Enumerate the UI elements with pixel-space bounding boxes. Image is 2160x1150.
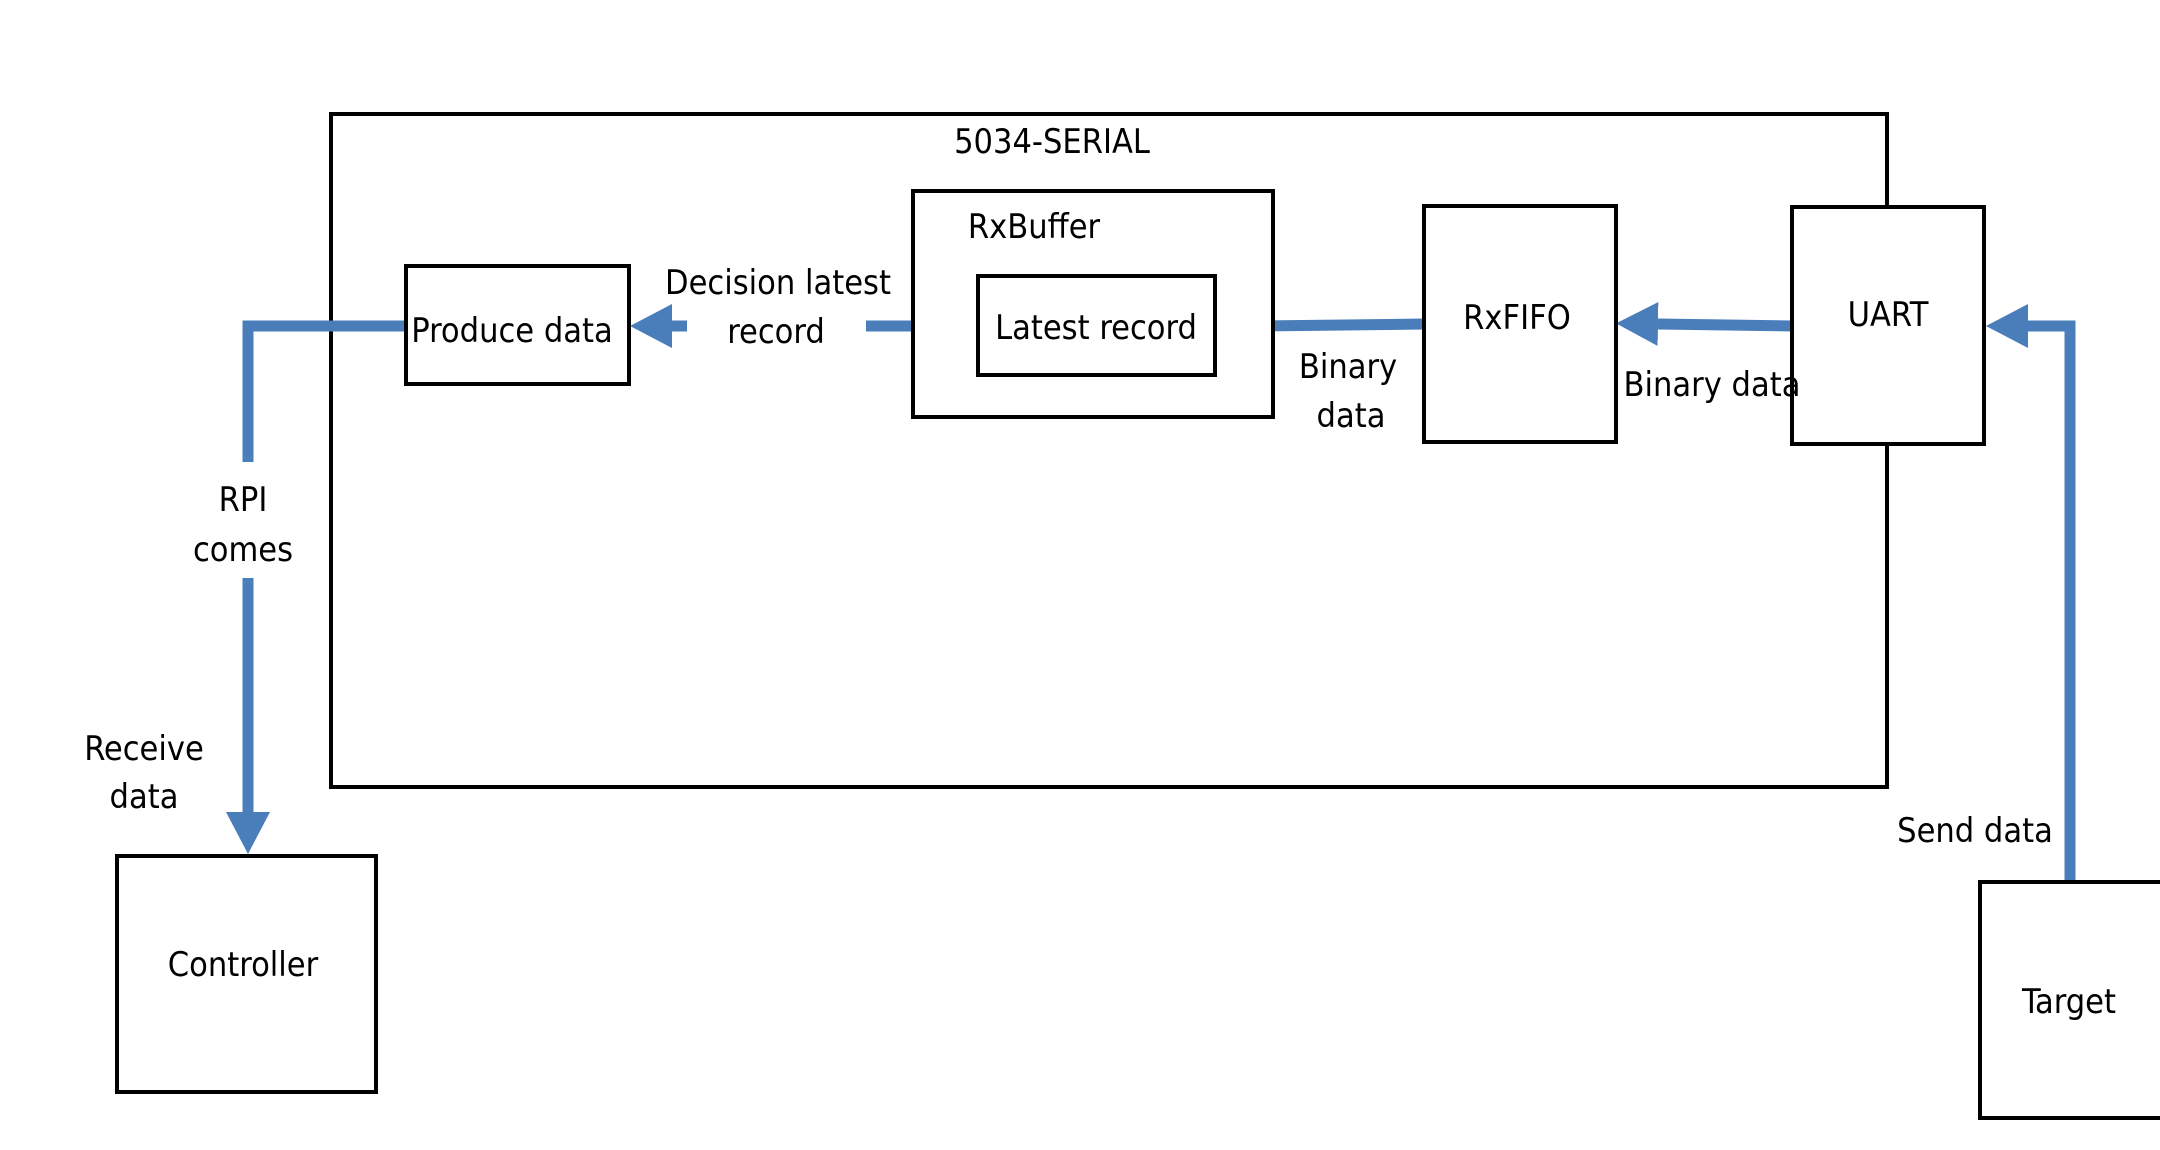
controller-label: Controller bbox=[168, 945, 319, 985]
produce-data-label: Produce data bbox=[411, 311, 612, 351]
uart-box bbox=[1790, 205, 1986, 446]
edge-label-binary-data-fifo-line2: data bbox=[1317, 396, 1386, 436]
edge-label-binary-data-uart: Binary data bbox=[1624, 365, 1801, 405]
edge-label-decision-latest-record-line2: record bbox=[727, 312, 825, 352]
produce-data-box bbox=[404, 264, 631, 386]
serial-module-container bbox=[329, 112, 1889, 789]
arrow-produce-data-to-rpi bbox=[242, 320, 406, 462]
uart-label: UART bbox=[1848, 295, 1929, 335]
rxfifo-box bbox=[1422, 204, 1618, 444]
latest-record-box bbox=[976, 274, 1217, 377]
edge-label-rpi-comes-line1: RPI bbox=[219, 480, 268, 520]
rxfifo-label: RxFIFO bbox=[1463, 298, 1571, 338]
target-label: Target bbox=[2021, 982, 2116, 1022]
latest-record-label: Latest record bbox=[995, 308, 1197, 348]
rxbuffer-label: RxBuffer bbox=[968, 207, 1101, 247]
edge-label-decision-latest-record-line1: Decision latest bbox=[665, 263, 891, 303]
controller-box bbox=[115, 854, 378, 1094]
edge-label-receive-data-line2: data bbox=[110, 777, 179, 817]
edge-label-receive-data-line1: Receive bbox=[84, 729, 204, 769]
edge-label-send-data: Send data bbox=[1897, 811, 2053, 851]
arrow-rxfifo-to-latest-record bbox=[1216, 304, 1425, 348]
target-box bbox=[1978, 880, 2160, 1120]
container-title: 5034-SERIAL bbox=[954, 122, 1150, 162]
edge-label-binary-data-fifo-line1: Binary bbox=[1299, 347, 1397, 387]
edge-label-rpi-comes-line2: comes bbox=[193, 530, 293, 570]
arrow-uart-to-rxfifo bbox=[1616, 302, 1793, 346]
arrow-target-to-uart bbox=[1986, 304, 2076, 880]
